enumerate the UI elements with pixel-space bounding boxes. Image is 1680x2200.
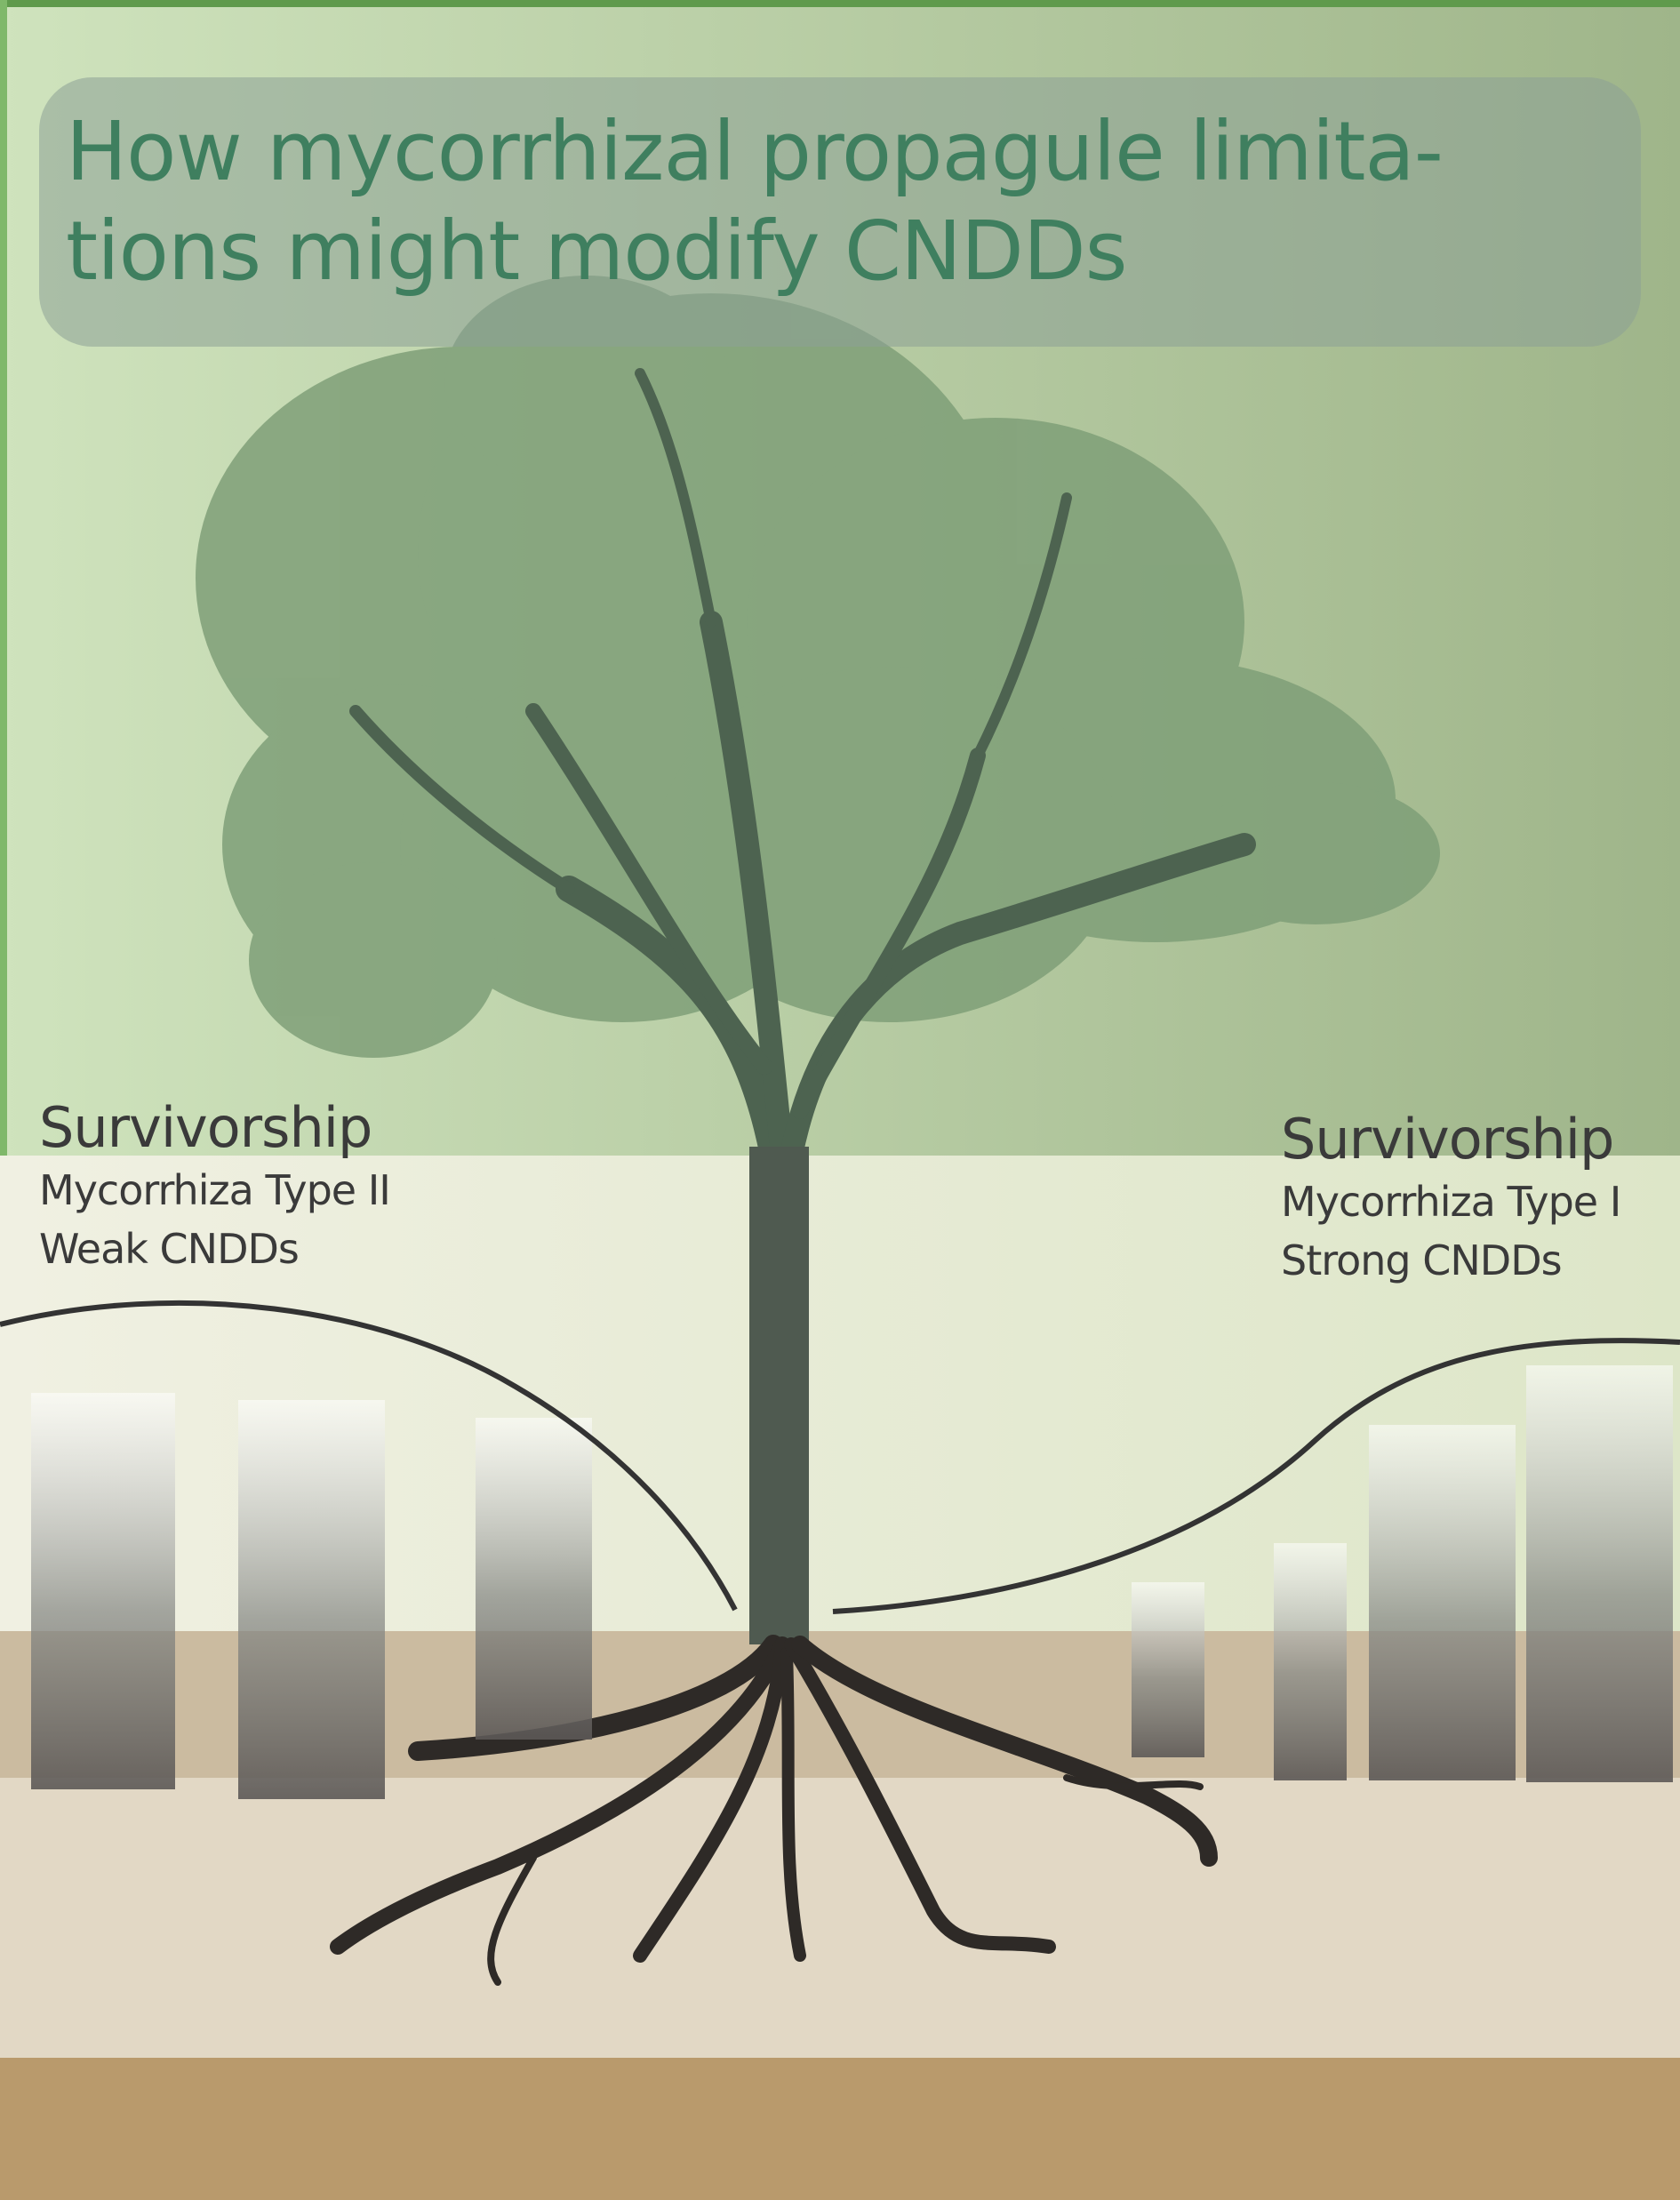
right-cndd: Strong CNDDs (1281, 1236, 1563, 1284)
seedlings-right (1132, 1365, 1673, 1782)
seedling (476, 1418, 592, 1740)
seedling (31, 1393, 175, 1789)
tree-branches (349, 368, 1256, 1169)
left-mycorrhiza: Mycorrhiza Type II (39, 1166, 391, 1214)
tree-trunk (749, 1147, 809, 1644)
seedling (1369, 1425, 1516, 1780)
seedling (1274, 1543, 1347, 1780)
right-label: Survivorship Mycorrhiza Type I Strong CN… (1281, 1107, 1621, 1290)
title-line-2: tions might modify CNDDs (66, 204, 1128, 299)
right-heading: Survivorship (1281, 1107, 1614, 1172)
tree-canopy (196, 276, 1440, 1058)
tree (196, 276, 1440, 1986)
seedling (1132, 1582, 1204, 1757)
title-box: How mycorrhizal propagule limita- tions … (39, 77, 1641, 347)
left-cndd: Weak CNDDs (39, 1225, 300, 1273)
seedling (1526, 1365, 1673, 1782)
left-label: Survivorship Mycorrhiza Type II Weak CND… (39, 1095, 391, 1278)
tree-roots (330, 1635, 1218, 1986)
survivorship-curve-weak (0, 1300, 738, 1612)
survivorship-curve-strong (832, 1338, 1680, 1614)
seedlings-left (31, 1393, 592, 1799)
title-line-1: How mycorrhizal propagule limita- (66, 104, 1444, 199)
right-mycorrhiza: Mycorrhiza Type I (1281, 1178, 1621, 1226)
left-heading: Survivorship (39, 1095, 372, 1160)
seedling (238, 1400, 385, 1799)
